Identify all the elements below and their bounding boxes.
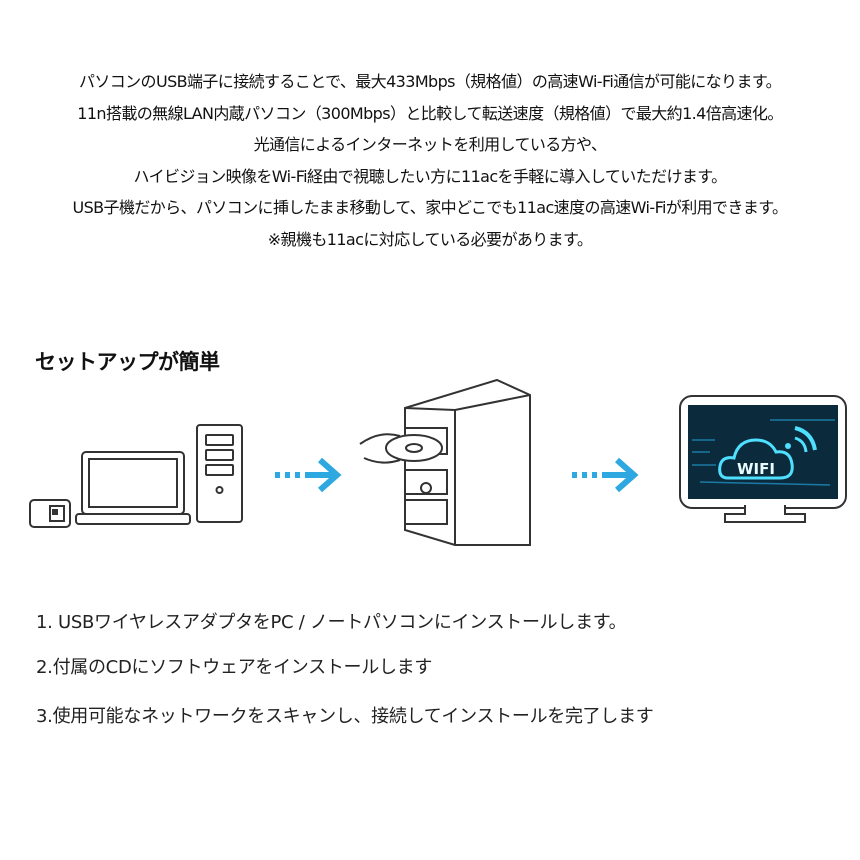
step-2: 2.付属のCDにソフトウェアをインストールします [36,657,433,678]
setup-heading: セットアップが簡単 [35,350,220,374]
intro-line: USB子機だから、パソコンに挿したまま移動して、家中どこでも11ac速度の高速W… [72,198,789,218]
intro-line: ハイビジョン映像をWi-Fi経由で視聴したい方に11acを手軽に導入していただけ… [133,166,728,186]
usb-dongle-icon [29,499,71,528]
intro-line: 11n搭載の無線LAN内蔵パソコン（300Mbps）と比較して転送速度（規格値）… [77,103,783,123]
laptop-icon [75,451,191,525]
wifi-label: WIFI [737,460,775,478]
arrow-right-icon [572,457,639,493]
intro-line: ※親機も11acに対応している必要があります。 [267,229,593,249]
step-3: 3.使用可能なネットワークをスキャンし、接続してインストールを完了します [36,706,654,727]
monitor-wifi-icon: WIFI [679,395,847,523]
intro-text: パソコンのUSB端子に接続することで、最大433Mbps（規格値）の高速Wi-F… [0,66,860,256]
intro-line: パソコンのUSB端子に接続することで、最大433Mbps（規格値）の高速Wi-F… [78,72,782,91]
step-1: 1. USBワイヤレスアダプタをPC / ノートパソコンにインストールします。 [36,612,627,633]
pc-cd-install-icon [359,378,531,546]
arrow-right-icon [275,457,342,493]
intro-line: 光通信によるインターネットを利用している方や、 [253,135,607,155]
desktop-tower-icon [196,424,243,523]
